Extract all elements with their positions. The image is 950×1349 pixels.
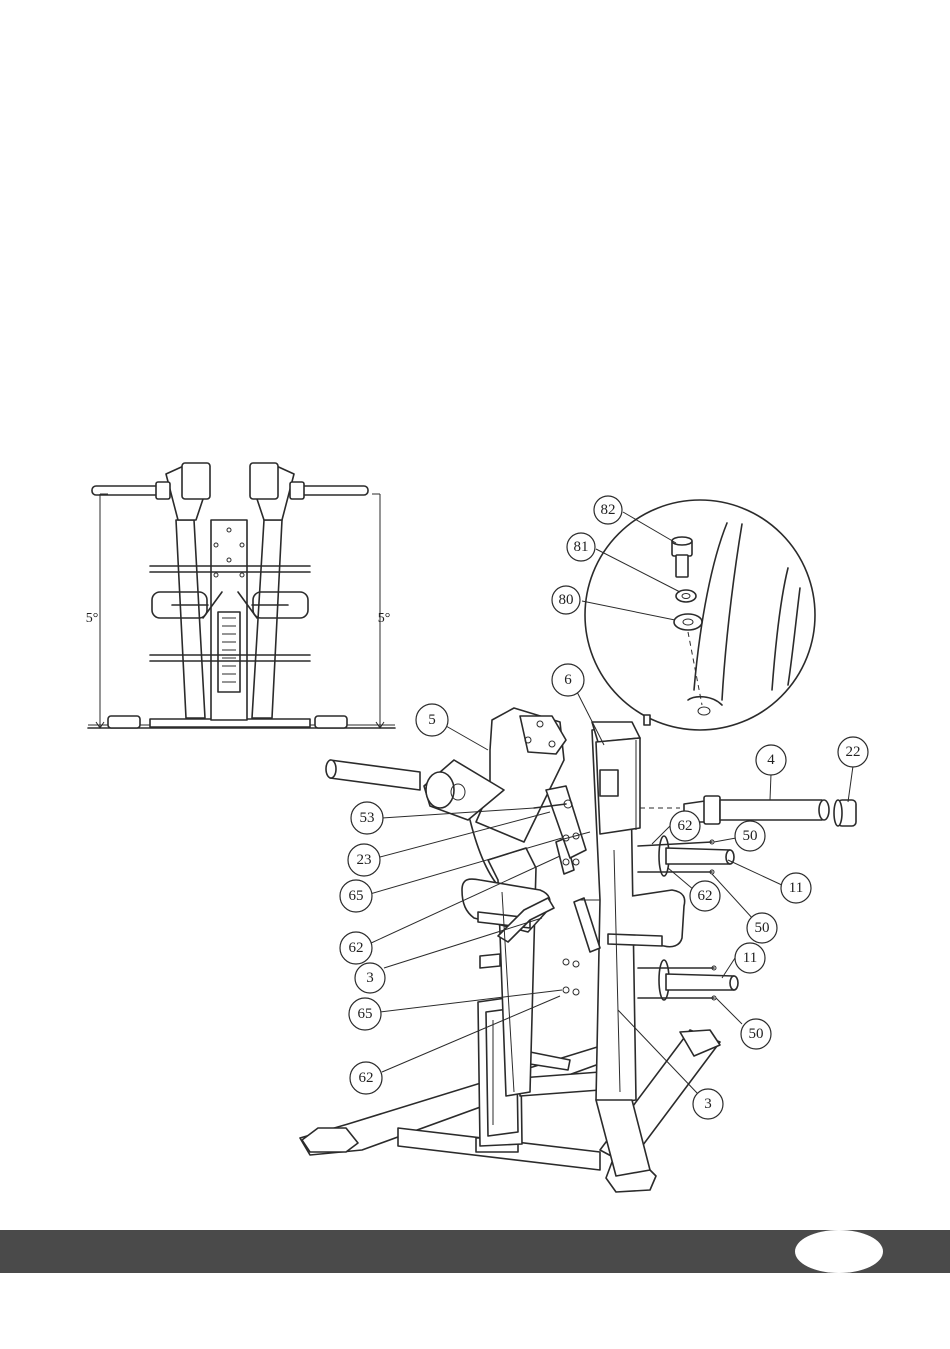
callout-62-left-upper: 62 <box>340 932 372 964</box>
front-view-drawing: 5° 5° <box>86 463 395 728</box>
svg-text:62: 62 <box>349 940 364 956</box>
svg-text:23: 23 <box>357 852 372 868</box>
svg-text:50: 50 <box>755 920 770 936</box>
svg-text:4: 4 <box>767 752 775 768</box>
callout-50-lower: 50 <box>741 1019 771 1049</box>
svg-text:53: 53 <box>360 810 375 826</box>
callout-62-right-lower: 62 <box>690 881 720 911</box>
svg-text:80: 80 <box>559 592 574 608</box>
callout-3-right: 3 <box>693 1089 723 1119</box>
svg-text:62: 62 <box>698 888 713 904</box>
front-view-angle-left-label: 5° <box>86 611 99 626</box>
callout-80: 80 <box>552 586 580 614</box>
callout-53: 53 <box>351 802 383 834</box>
main-assembly-drawing <box>300 708 856 1192</box>
callout-62-left-lower: 62 <box>350 1062 382 1094</box>
detail-view <box>582 500 815 730</box>
callout-65-lower: 65 <box>349 998 381 1030</box>
callout-4: 4 <box>756 745 786 775</box>
svg-text:65: 65 <box>358 1006 373 1022</box>
svg-text:3: 3 <box>704 1096 712 1112</box>
callout-82: 82 <box>594 496 622 524</box>
callout-65-upper: 65 <box>340 880 372 912</box>
svg-text:50: 50 <box>749 1026 764 1042</box>
callout-11-lower: 11 <box>735 943 765 973</box>
callout-3-left: 3 <box>355 963 385 993</box>
svg-text:6: 6 <box>564 672 572 688</box>
callout-62-right-upper: 62 <box>670 811 700 841</box>
callout-50-upper: 50 <box>735 821 765 851</box>
svg-text:11: 11 <box>743 950 757 966</box>
svg-text:5: 5 <box>428 712 436 728</box>
svg-text:82: 82 <box>601 502 616 518</box>
svg-text:22: 22 <box>846 744 861 760</box>
callout-50-middle: 50 <box>747 913 777 943</box>
callout-5: 5 <box>416 704 448 736</box>
svg-text:65: 65 <box>349 888 364 904</box>
svg-text:50: 50 <box>743 828 758 844</box>
page-number-badge <box>795 1230 883 1273</box>
callout-11-upper: 11 <box>781 873 811 903</box>
callout-22: 22 <box>838 737 868 767</box>
svg-text:3: 3 <box>366 970 374 986</box>
front-view-angle-right-label: 5° <box>378 611 391 626</box>
svg-text:81: 81 <box>574 539 589 555</box>
svg-text:11: 11 <box>789 880 803 896</box>
svg-text:62: 62 <box>678 818 693 834</box>
callout-81: 81 <box>567 533 595 561</box>
svg-text:62: 62 <box>359 1070 374 1086</box>
callout-23: 23 <box>348 844 380 876</box>
callout-6: 6 <box>552 664 584 696</box>
